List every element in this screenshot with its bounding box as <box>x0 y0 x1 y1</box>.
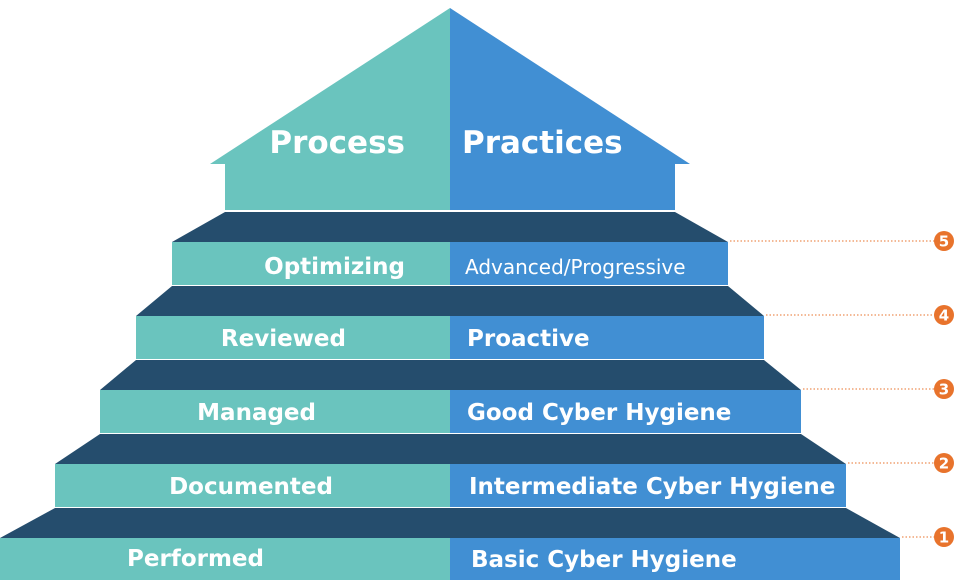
level-2-tread <box>55 434 846 464</box>
level-3-number: 3 <box>939 381 949 399</box>
level-4-number: 4 <box>939 307 949 325</box>
level-3-marker <box>934 379 954 399</box>
roof-practices-label: Practices <box>462 125 623 161</box>
level-1-number: 1 <box>939 529 949 547</box>
level-3-tread <box>100 360 801 390</box>
level-3-process-label: Managed <box>197 400 316 426</box>
level-3-process-block <box>100 390 450 433</box>
level-2-practice-label: Intermediate Cyber Hygiene <box>469 474 835 500</box>
level-2-practice-block <box>450 464 846 507</box>
roof-right <box>450 8 690 164</box>
level-4-tread <box>136 286 764 316</box>
level-1-marker <box>934 527 954 547</box>
roof-left <box>210 8 450 164</box>
level-2-process-label: Documented <box>169 474 333 500</box>
level-5-tread <box>172 212 728 242</box>
roof-base-right <box>450 164 675 210</box>
level-5-practice-block <box>450 242 728 285</box>
level-5-marker <box>934 231 954 251</box>
level-2-process-block <box>55 464 450 507</box>
level-4-process-label: Reviewed <box>221 326 346 352</box>
level-4-process-block <box>136 316 450 359</box>
level-1-tread <box>0 508 900 538</box>
level-3-practice-block <box>450 390 801 433</box>
level-2-marker <box>934 453 954 473</box>
level-2-number: 2 <box>939 455 949 473</box>
level-4-practice-block <box>450 316 764 359</box>
level-1-practice-label: Basic Cyber Hygiene <box>471 547 737 573</box>
roof-process-label: Process <box>269 125 405 161</box>
level-1-process-label: Performed <box>127 546 264 572</box>
level-3-practice-label: Good Cyber Hygiene <box>467 400 731 426</box>
level-5-process-block <box>172 242 450 285</box>
level-5-process-label: Optimizing <box>264 254 405 280</box>
level-4-practice-label: Proactive <box>467 326 590 352</box>
level-1-process-block <box>0 538 450 580</box>
roof-base-left <box>225 164 450 210</box>
level-4-marker <box>934 305 954 325</box>
level-5-practice-label: Advanced/Progressive <box>465 255 686 279</box>
level-1-practice-block <box>450 538 900 580</box>
level-5-number: 5 <box>939 233 949 251</box>
